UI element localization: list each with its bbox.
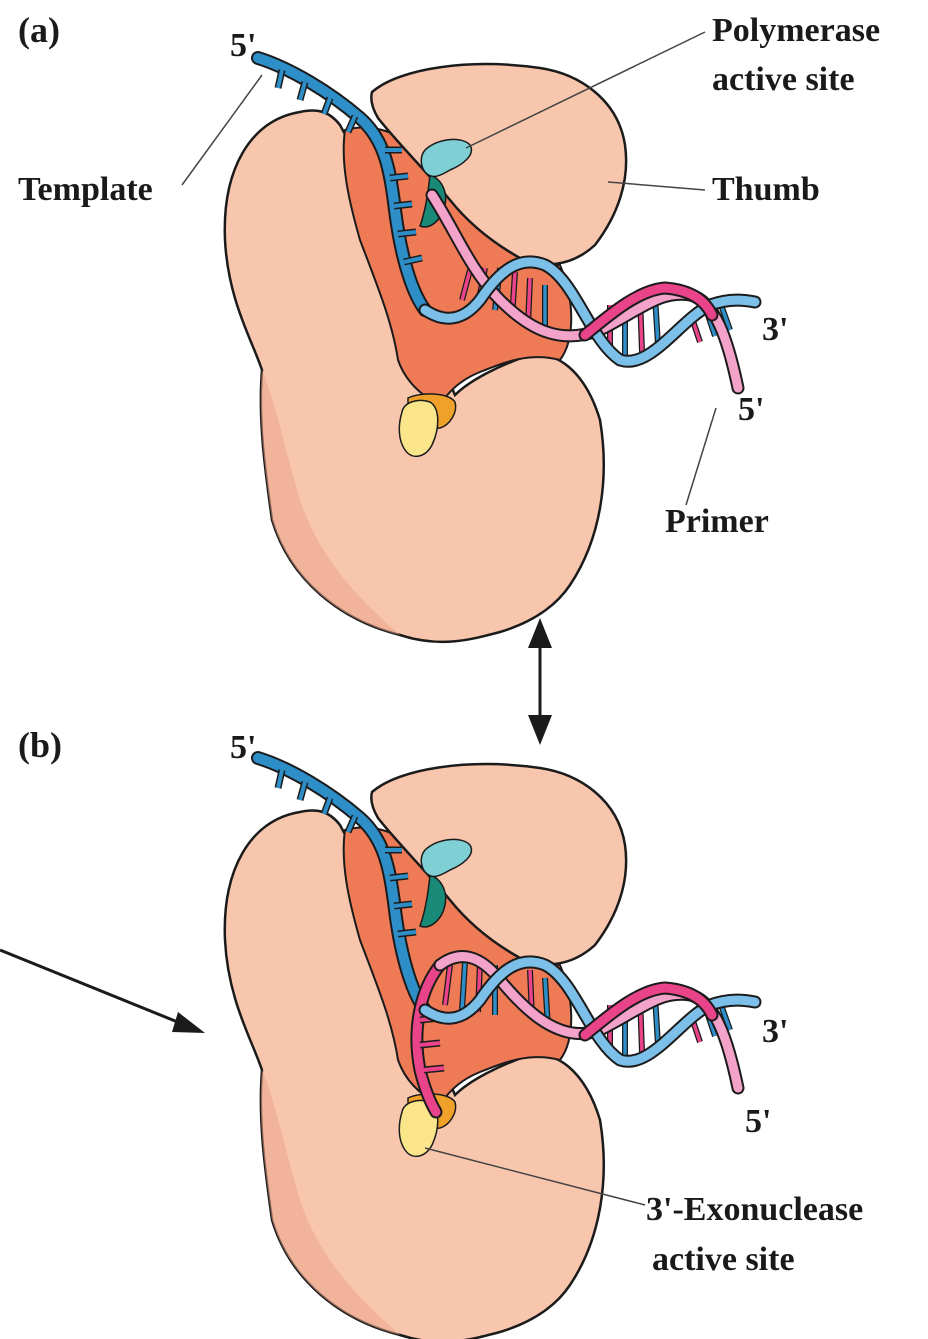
primer-label: Primer: [665, 503, 769, 540]
duplex-3prime-label-a: 3': [762, 311, 788, 348]
template-5prime-label-b: 5': [230, 729, 256, 766]
thumb-label: Thumb: [712, 171, 820, 208]
panel-a: (a) 5' Polymerase active site Thumb Temp…: [18, 10, 880, 642]
exonuclease-site-label-line2: active site: [652, 1241, 795, 1278]
panel-b: (b) 5' 3' 5' 3'-Exonuclease active site: [18, 725, 863, 1339]
duplex-5prime-label-a: 5': [738, 391, 764, 428]
panel-label-a: (a): [18, 10, 60, 50]
template-5prime-label-a: 5': [230, 27, 256, 64]
template-label: Template: [18, 171, 153, 208]
duplex-3prime-label-b: 3': [762, 1013, 788, 1050]
exonuclease-site-label-line1: 3'-Exonuclease: [646, 1191, 863, 1228]
polymerase-site-label-line2: active site: [712, 61, 855, 98]
pointer-arrow-icon: [0, 950, 205, 1033]
panel-label-b: (b): [18, 725, 62, 765]
double-headed-arrow-icon: [528, 618, 552, 745]
duplex-5prime-label-b: 5': [745, 1103, 771, 1140]
polymerase-site-label-line1: Polymerase: [712, 12, 880, 49]
